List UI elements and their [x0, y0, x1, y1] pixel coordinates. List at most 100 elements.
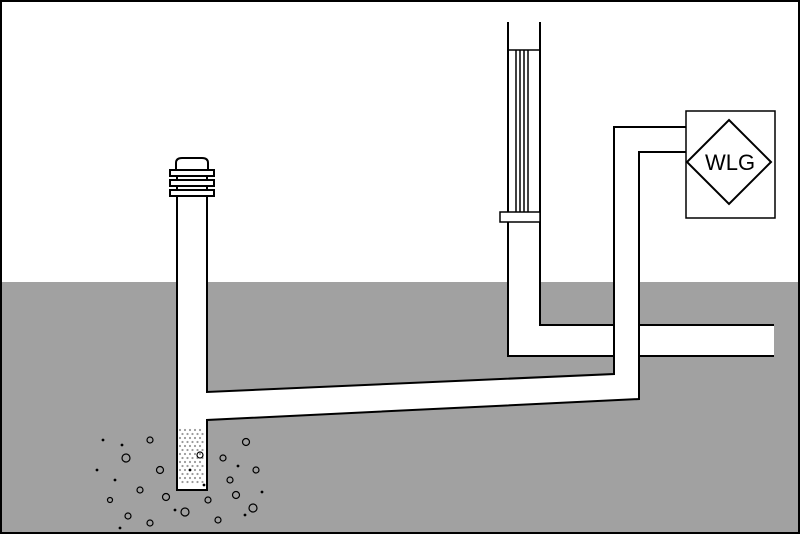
perforation-dot [188, 436, 192, 440]
gravel-stone [214, 516, 222, 524]
wlg-device-box: WLG [685, 110, 776, 219]
perforation-dot [198, 436, 202, 440]
building-window-detail [499, 49, 541, 226]
perforation-dot [193, 436, 197, 440]
perforation-dot [178, 460, 182, 464]
perforation-dot [186, 480, 189, 484]
device-diamond-symbol [685, 118, 773, 206]
perforation-dot [188, 460, 192, 464]
gravel-stone [204, 496, 212, 504]
gravel-speck [202, 483, 206, 487]
perforation-dot [178, 428, 182, 432]
perforation-dot [191, 464, 194, 468]
perforation-dot [191, 472, 194, 476]
perforation-dot [191, 448, 194, 452]
perforation-dot [201, 448, 204, 452]
perforation-dot [196, 480, 199, 484]
gravel-stone [248, 503, 258, 513]
gravel-stone [146, 436, 154, 444]
perforation-dot [181, 448, 184, 452]
building-inner-wall-line [539, 22, 774, 326]
perforation-dot [181, 432, 184, 436]
perforation-dot [198, 428, 202, 432]
gravel-speck [173, 508, 177, 512]
perforation-dot [201, 432, 204, 436]
connecting-pipe-outline-lower [176, 151, 686, 491]
perforation-dot [201, 480, 204, 484]
perforation-dot [188, 476, 192, 480]
gravel-stone [196, 451, 204, 459]
perforation-dot [193, 428, 197, 432]
perforation-dot [186, 440, 189, 444]
perforation-dot [181, 472, 184, 476]
perforation-dot [181, 440, 184, 444]
perforation-dot [186, 448, 189, 452]
perforation-dot [193, 476, 197, 480]
perforation-dot [201, 472, 204, 476]
gravel-stone [121, 453, 131, 463]
building-outer-wall-line [507, 22, 774, 357]
perforation-dot [201, 440, 204, 444]
perforation-dot [193, 452, 197, 456]
gravel-stone [136, 486, 144, 494]
gravel-stone [231, 490, 241, 500]
gravel-stone [180, 507, 190, 517]
gravel-speck [236, 464, 240, 468]
perforation-dot [183, 460, 187, 464]
gravel-stone [106, 496, 114, 504]
connecting-pipe-outline-upper [206, 126, 686, 394]
perforation-dot [198, 460, 202, 464]
perforation-dot [178, 452, 182, 456]
perforation-dot [183, 468, 187, 472]
gravel-stone [219, 454, 227, 462]
perforation-dot [191, 432, 194, 436]
perforation-dot [178, 444, 182, 448]
soil-gravel [95, 436, 264, 530]
gravel-stone [124, 512, 132, 520]
perforation-dot [191, 480, 194, 484]
perforation-dot [186, 456, 189, 460]
perforation-dot [198, 468, 202, 472]
perforation-dot [196, 440, 199, 444]
perforation-dot [188, 428, 192, 432]
perforation-dot [188, 452, 192, 456]
perforation-dot [186, 432, 189, 436]
perforation-dot [178, 468, 182, 472]
gravel-stone [161, 492, 171, 502]
perforation-dot [198, 452, 202, 456]
perforation-dot [183, 444, 187, 448]
perforation-dot [191, 456, 194, 460]
perforation-dot [178, 476, 182, 480]
perforation-dot [186, 464, 189, 468]
perforation-dot [198, 476, 202, 480]
perforation-dot [183, 436, 187, 440]
gravel-stone [146, 519, 154, 527]
gravel-stone [252, 466, 260, 474]
perforation-dot [196, 472, 199, 476]
gravel-speck [243, 513, 247, 517]
perforation-dot [178, 436, 182, 440]
ventilation-cap [169, 157, 215, 197]
perforation-dot [188, 444, 192, 448]
gravel-stone [155, 465, 165, 475]
gravel-speck [118, 526, 122, 530]
perforation-dot [191, 440, 194, 444]
perforation-dot [181, 480, 184, 484]
gravel-speck [101, 438, 105, 442]
gravel-speck [120, 443, 124, 447]
perforation-dot [201, 464, 204, 468]
perforation-dot [181, 456, 184, 460]
perforation-dot [196, 464, 199, 468]
perforation-dot [193, 460, 197, 464]
gravel-speck [95, 468, 99, 472]
gravel-stone [226, 476, 234, 484]
perforated-pipe-section [178, 428, 204, 484]
gravel-stone [241, 437, 251, 447]
gravel-speck [113, 478, 117, 482]
perforation-dot [186, 472, 189, 476]
perforation-dot [183, 428, 187, 432]
connecting-pipe-fill [177, 127, 686, 490]
perforation-dot [183, 476, 187, 480]
